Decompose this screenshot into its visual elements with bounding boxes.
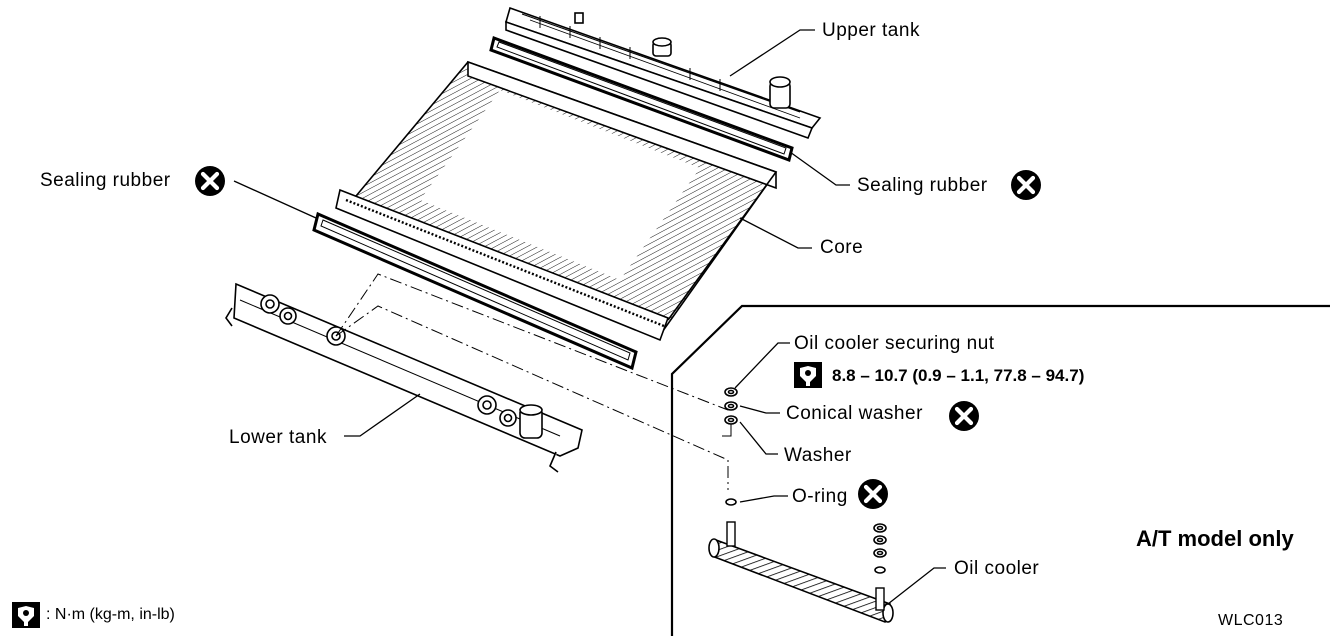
label-core: Core bbox=[820, 237, 864, 258]
label-sealing-rubber-left: Sealing rubber bbox=[40, 170, 171, 191]
label-conical-washer: Conical washer bbox=[786, 403, 923, 424]
sealing-rubber-upper bbox=[489, 36, 794, 162]
radiator-core bbox=[335, 60, 778, 342]
inset-leader-lines bbox=[722, 342, 946, 605]
label-lower-tank: Lower tank bbox=[229, 427, 327, 448]
torque-wrench-icon bbox=[794, 362, 822, 388]
at-model-only-title: A/T model only bbox=[1136, 526, 1294, 551]
upper-tank bbox=[505, 6, 822, 140]
x-circle-icon bbox=[1011, 170, 1041, 200]
label-oil-cooler: Oil cooler bbox=[954, 558, 1040, 579]
x-circle-icon bbox=[858, 479, 888, 509]
label-sealing-rubber-right: Sealing rubber bbox=[857, 175, 988, 196]
label-oil-cooler-securing-nut: Oil cooler securing nut bbox=[794, 333, 995, 354]
oil-cooler-illustration bbox=[708, 521, 894, 624]
alignment-lines bbox=[335, 273, 729, 490]
inset-parts bbox=[724, 387, 887, 574]
torque-spec: 8.8 – 10.7 (0.9 – 1.1, 77.8 – 94.7) bbox=[832, 366, 1085, 385]
label-upper-tank: Upper tank bbox=[822, 20, 920, 41]
lower-tank bbox=[225, 282, 583, 473]
torque-wrench-icon bbox=[12, 602, 40, 628]
x-circle-icon bbox=[949, 401, 979, 431]
legend-units: : N·m (kg-m, in-lb) bbox=[46, 606, 175, 623]
sealing-rubber-lower bbox=[312, 211, 638, 371]
x-circle-icon bbox=[195, 166, 225, 196]
at-inset-border bbox=[670, 304, 1330, 636]
leader-lines bbox=[233, 29, 850, 437]
label-washer: Washer bbox=[784, 445, 852, 466]
label-o-ring: O-ring bbox=[792, 486, 848, 507]
figure-code: WLC013 bbox=[1218, 612, 1284, 629]
